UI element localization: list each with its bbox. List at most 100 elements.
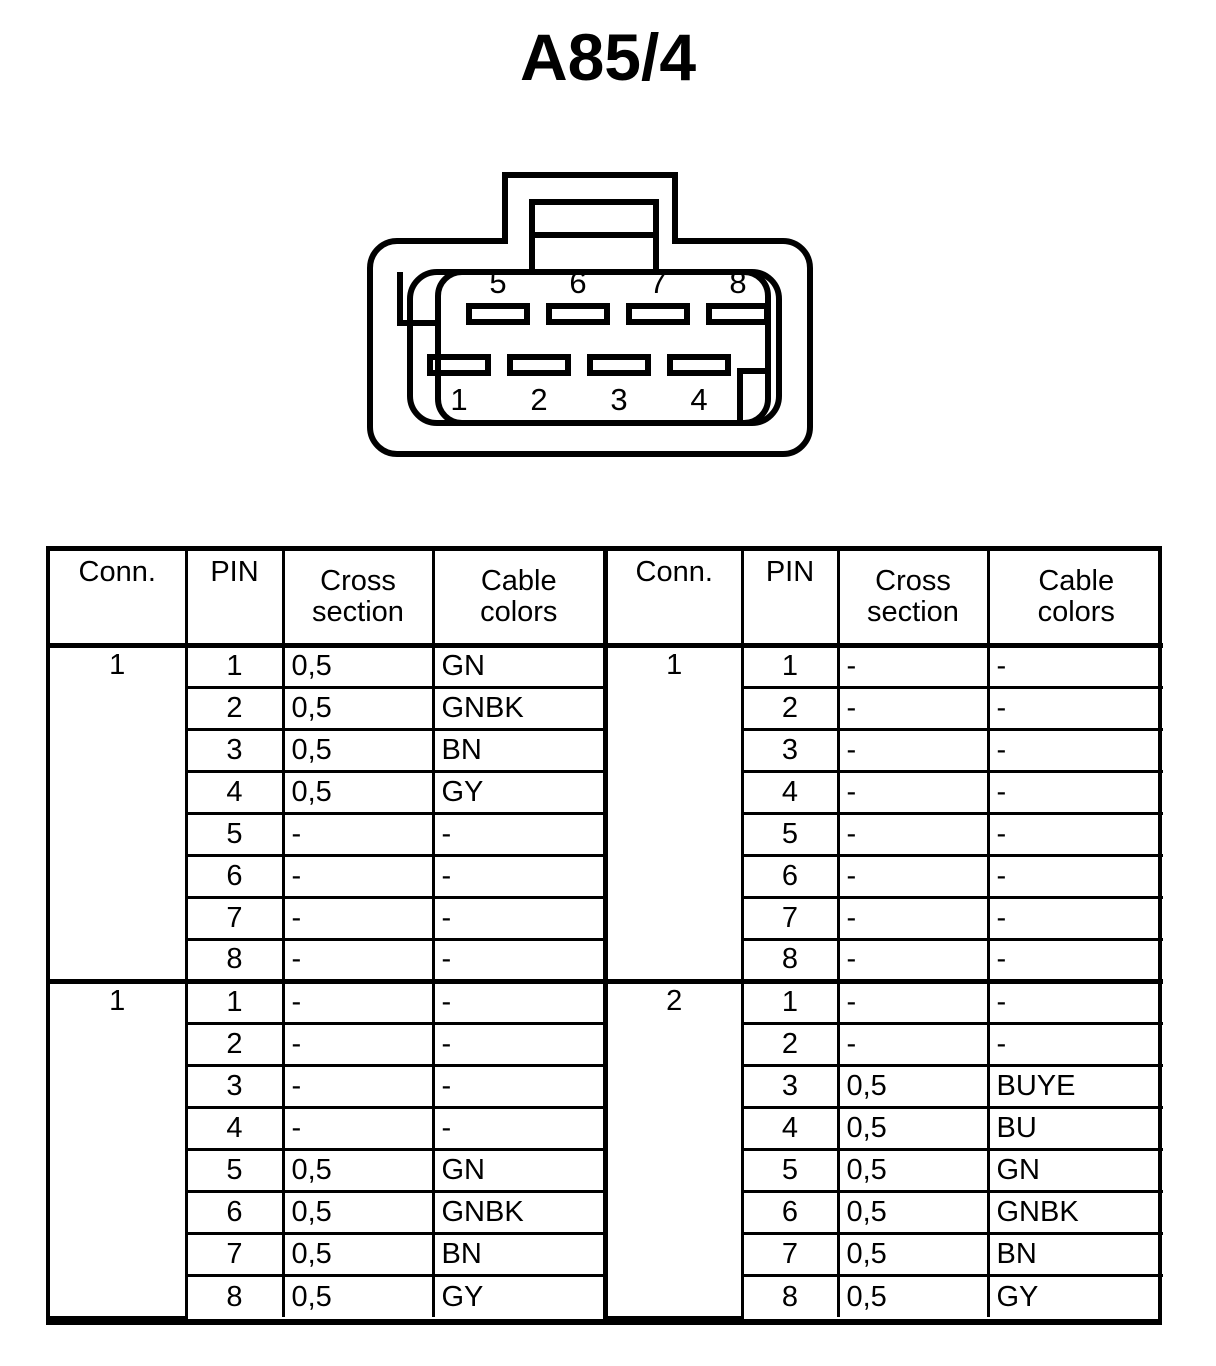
table-row: 5 0,5 GN [608, 1147, 1163, 1193]
table-row: 8 0,5 GY [50, 1273, 603, 1317]
table-row: 4 0,5 GY [50, 769, 603, 815]
color-cell: GN [431, 643, 603, 689]
pin-slot-4 [667, 354, 731, 376]
cross-cell: - [836, 685, 990, 731]
header-pin-left: PIN [184, 551, 285, 648]
cross-cell: - [281, 895, 435, 941]
pin-cell: 5 [186, 811, 285, 857]
color-cell: - [986, 643, 1163, 689]
cross-cell: - [281, 978, 435, 1025]
color-cell: - [431, 1105, 603, 1151]
table-row: 2 - - [608, 685, 1163, 731]
table-header-row: Conn. PIN Cross section Cable colors [50, 551, 603, 648]
pin-cell: 4 [186, 769, 285, 815]
pin-number-2: 2 [530, 382, 547, 417]
table-row: 1 1 0,5 GN [50, 643, 603, 983]
color-cell: BUYE [986, 1063, 1163, 1109]
cross-cell: 0,5 [281, 769, 435, 815]
table-row: 2 - - [50, 1021, 603, 1067]
table-row: 2 1 - - [608, 978, 1163, 1319]
color-cell: - [431, 895, 603, 941]
pin-cell: 3 [742, 727, 840, 773]
color-cell: - [986, 937, 1163, 983]
table-row: 1 1 - - [608, 643, 1163, 983]
table-row: 5 - - [50, 811, 603, 857]
page-title: A85/4 [519, 20, 697, 94]
pin-slot-8 [706, 303, 770, 325]
pin-cell: 6 [186, 1189, 285, 1235]
pin-cell: 2 [742, 1021, 840, 1067]
table-row: 7 - - [608, 895, 1163, 941]
table-row: 2 - - [608, 1021, 1163, 1067]
cross-cell: - [836, 727, 990, 773]
header-cable-colors-line1: Cable [1038, 565, 1115, 598]
color-cell: - [986, 853, 1163, 899]
pin-cell: 5 [742, 1147, 840, 1193]
pin-cell: 5 [742, 811, 840, 857]
cross-cell: 0,5 [281, 1231, 435, 1277]
pin-slot-1 [427, 354, 491, 376]
color-cell: - [986, 685, 1163, 731]
header-cross-section-line1: Cross [320, 565, 396, 598]
conn-number-cell: 2 [608, 978, 744, 1319]
pin-slot-3 [587, 354, 651, 376]
table-row: 3 0,5 BUYE [608, 1063, 1163, 1109]
cross-cell: - [281, 811, 435, 857]
color-cell: - [431, 1063, 603, 1109]
pin-number-3: 3 [610, 382, 627, 417]
conn-number-cell: 1 [608, 643, 744, 983]
pin-cell: 3 [742, 1063, 840, 1109]
pin-cell: 8 [742, 937, 840, 983]
pin-cell: 3 [186, 727, 285, 773]
cross-cell: 0,5 [281, 1273, 435, 1317]
color-cell: - [986, 1021, 1163, 1067]
table-block-left-2: 1 1 - - 2 - - 3 - - 4 - - 5 0,5 [50, 978, 603, 1319]
color-cell: - [986, 895, 1163, 941]
table-row: 4 - - [50, 1105, 603, 1151]
cross-cell: 0,5 [836, 1105, 990, 1151]
pin-slot-6 [546, 303, 610, 325]
pin-cell: 7 [742, 1231, 840, 1277]
header-cable-colors-line1: Cable [480, 565, 557, 598]
cross-cell: 0,5 [836, 1189, 990, 1235]
color-cell: GN [986, 1147, 1163, 1193]
pin-cell: 4 [742, 769, 840, 815]
cross-cell: 0,5 [281, 1147, 435, 1193]
pin-cell: 5 [186, 1147, 285, 1193]
color-cell: - [986, 811, 1163, 857]
cross-cell: - [281, 1063, 435, 1109]
pin-slot-5 [466, 303, 530, 325]
color-cell: - [431, 978, 603, 1025]
cross-cell: 0,5 [836, 1063, 990, 1109]
table-block-right-1: 1 1 - - 2 - - 3 - - 4 - - 5 - [608, 643, 1163, 983]
table-row: 8 - - [50, 937, 603, 983]
pin-slot-7 [626, 303, 690, 325]
table-row: 8 - - [608, 937, 1163, 983]
pin-cell: 4 [186, 1105, 285, 1151]
table-block-left-1: 1 1 0,5 GN 2 0,5 GNBK 3 0,5 BN 4 0,5 GY [50, 643, 603, 983]
cross-cell: 0,5 [281, 685, 435, 731]
table-row: 1 1 - - [50, 978, 603, 1319]
connector-pin-slots-top [466, 303, 770, 325]
cross-cell: 0,5 [836, 1231, 990, 1277]
table-row: 5 0,5 GN [50, 1147, 603, 1193]
pin-cell: 6 [742, 1189, 840, 1235]
table-row: 4 - - [608, 769, 1163, 815]
color-cell: - [431, 1021, 603, 1067]
pin-cell: 1 [740, 643, 840, 689]
cross-cell: - [836, 895, 990, 941]
pin-cell: 6 [742, 853, 840, 899]
pin-cell: 4 [742, 1105, 840, 1151]
color-cell: BN [431, 727, 603, 773]
header-cross-section-line2: section [867, 595, 959, 628]
table-row: 6 - - [50, 853, 603, 899]
pin-table-left: Conn. PIN Cross section Cable colors 1 1… [50, 551, 603, 1319]
cross-cell: - [281, 1105, 435, 1151]
header-cable-colors-right: Cable colors [986, 551, 1163, 648]
cross-cell: 0,5 [836, 1147, 990, 1193]
cross-cell: - [281, 853, 435, 899]
header-cross-section-right: Cross section [836, 551, 990, 648]
table-row: 3 0,5 BN [50, 727, 603, 773]
pin-cell: 7 [742, 895, 840, 941]
header-pin-right: PIN [740, 551, 840, 648]
